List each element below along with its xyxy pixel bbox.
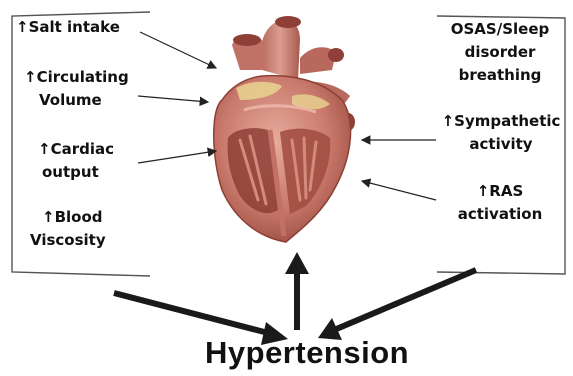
factor-label-line2: activation — [458, 205, 543, 223]
arrow-ras-to-heart — [362, 181, 436, 200]
factor-blood-viscosity: ↑Blood Viscosity — [30, 206, 106, 252]
factor-label: Sympathetic — [454, 112, 560, 130]
factor-osas-sleep: OSAS/Sleep disorder breathing — [438, 18, 562, 87]
up-arrow-icon: ↑ — [30, 208, 55, 226]
factor-label: OSAS/Sleep — [451, 20, 549, 38]
factor-label-line2: disorder — [465, 43, 536, 61]
factor-label-line3: breathing — [459, 66, 542, 84]
factor-cardiac-output: ↑Cardiac output — [38, 138, 114, 184]
up-arrow-icon: ↑ — [38, 140, 51, 158]
big-arrow-right — [318, 270, 476, 340]
factor-circulating-volume: ↑Circulating Volume — [24, 66, 129, 112]
arrow-salt-to-heart — [140, 32, 216, 68]
factor-label: Blood — [55, 208, 103, 226]
factor-sympathetic-activity: ↑Sympathetic activity — [434, 110, 568, 156]
arrow-cardiac-to-heart — [138, 151, 216, 163]
up-arrow-icon: ↑ — [16, 18, 29, 36]
big-arrow-center — [285, 252, 309, 330]
factor-label-line2: output — [38, 163, 99, 181]
factor-label-line2: Volume — [24, 91, 102, 109]
factor-label-line2: Viscosity — [30, 231, 106, 249]
factor-label: Cardiac — [51, 140, 114, 158]
arrow-volume-to-heart — [138, 96, 208, 102]
heart-icon — [214, 16, 355, 242]
factor-label-line2: activity — [469, 135, 532, 153]
factor-label: RAS — [489, 182, 523, 200]
result-hypertension: Hypertension — [205, 335, 405, 371]
factor-ras-activation: ↑RAS activation — [440, 180, 560, 226]
factor-salt-intake: ↑Salt intake — [16, 16, 120, 39]
up-arrow-icon: ↑ — [477, 182, 490, 200]
up-arrow-icon: ↑ — [442, 112, 455, 130]
factor-label: Salt intake — [29, 18, 120, 36]
factor-label: Circulating — [37, 68, 129, 86]
up-arrow-icon: ↑ — [24, 68, 37, 86]
